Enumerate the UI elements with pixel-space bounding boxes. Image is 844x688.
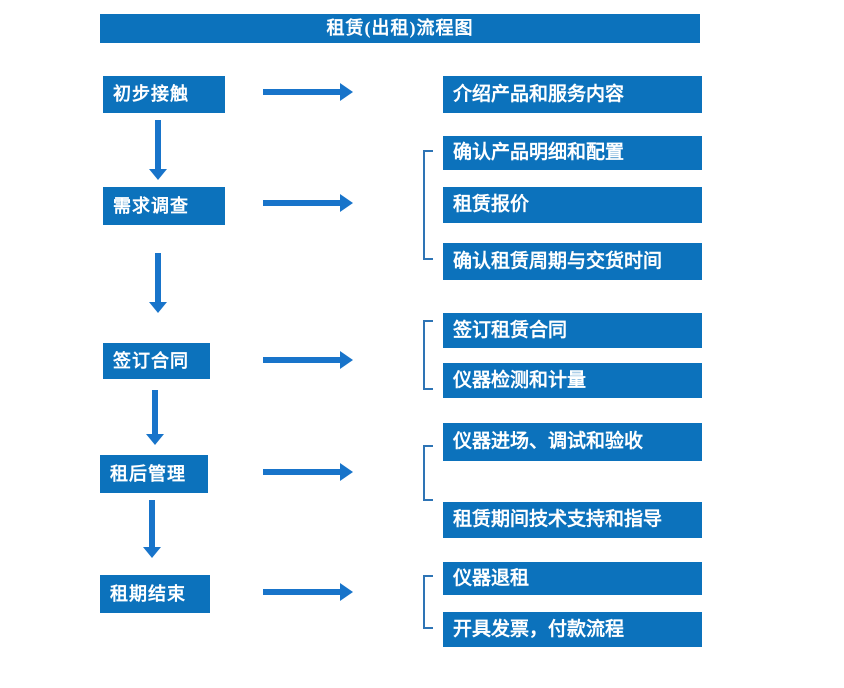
output-box-technical-support: 租赁期间技术支持和指导 xyxy=(443,502,702,538)
output-box-confirm-rental-period: 确认租赁周期与交货时间 xyxy=(443,243,702,280)
bracket-post-rental xyxy=(423,445,433,501)
bracket-demand-survey xyxy=(423,150,433,260)
page-title: 租赁(出租)流程图 xyxy=(100,14,700,43)
bracket-rental-end xyxy=(423,575,433,629)
output-box-instrument-setup: 仪器进场、调试和验收 xyxy=(443,423,702,461)
step-box-initial-contact: 初步接触 xyxy=(103,76,225,113)
bracket-sign-contract xyxy=(423,320,433,390)
output-box-invoice-payment: 开具发票，付款流程 xyxy=(443,612,702,647)
step-box-post-rental-management: 租后管理 xyxy=(100,455,208,493)
output-box-rental-quotation: 租赁报价 xyxy=(443,187,702,223)
output-box-confirm-product-details: 确认产品明细和配置 xyxy=(443,136,702,170)
step-box-demand-survey: 需求调查 xyxy=(103,187,225,225)
step-box-sign-contract: 签订合同 xyxy=(103,343,210,379)
output-box-instrument-testing: 仪器检测和计量 xyxy=(443,363,702,398)
step-box-rental-end: 租期结束 xyxy=(100,575,210,613)
output-box-introduce-products: 介绍产品和服务内容 xyxy=(443,76,702,113)
output-box-sign-rental-contract: 签订租赁合同 xyxy=(443,313,702,348)
output-box-instrument-return: 仪器退租 xyxy=(443,562,702,595)
